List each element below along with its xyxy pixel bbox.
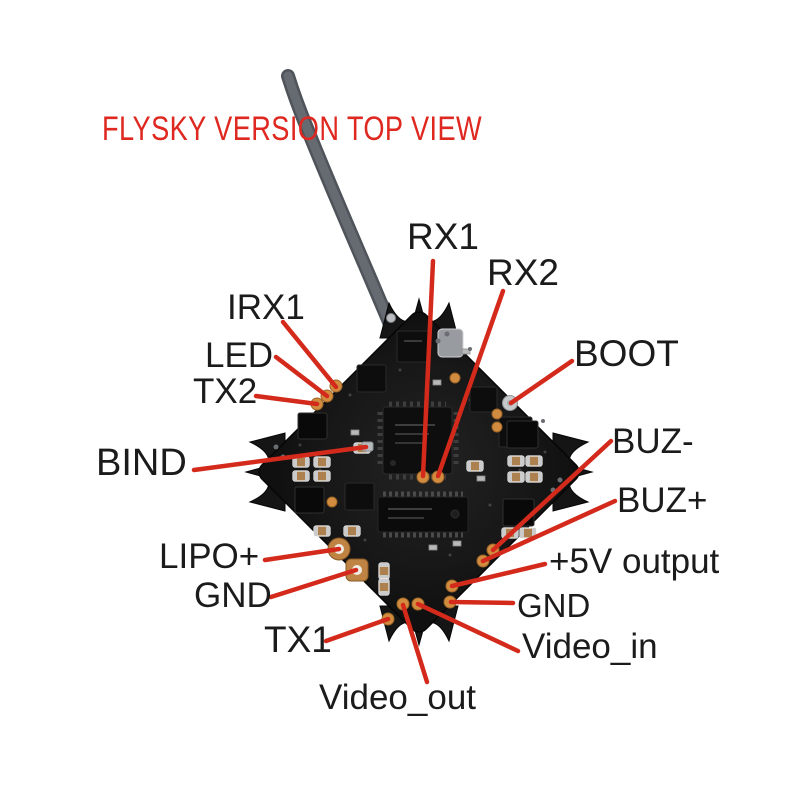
pin-label-5v-output: +5V output	[549, 542, 720, 581]
leader-lines	[191, 258, 618, 685]
leader-line-5v	[449, 561, 548, 589]
leader-line-rx1	[420, 258, 436, 479]
pin-label-buz-minus: BUZ-	[612, 422, 694, 461]
small-passives	[350, 348, 486, 551]
leader-line-gnd-right	[448, 599, 516, 606]
pin-label-lipo: LIPO+	[159, 537, 260, 576]
leader-line-video-in	[415, 601, 521, 654]
pin-label-tx2: TX2	[193, 372, 258, 411]
leader-line-buz-minus	[490, 438, 614, 553]
mcu-chip	[377, 401, 459, 480]
antenna-wire	[281, 69, 396, 329]
leader-line-bind	[191, 444, 369, 473]
crystal-oscillator	[437, 328, 464, 358]
leader-line-led	[273, 354, 330, 399]
pin-label-bind: BIND	[96, 442, 187, 484]
pin-label-gnd-left: GND	[194, 576, 272, 615]
pin-label-boot: BOOT	[574, 333, 679, 374]
leader-line-tx2	[253, 393, 320, 407]
leader-line-boot	[508, 358, 575, 406]
leader-line-buz-plus	[480, 498, 618, 564]
pin-label-led: LED	[205, 336, 274, 375]
page-title: FLYSKY VERSION TOP VIEW	[102, 110, 483, 148]
pin-label-video-out: Video_out	[319, 678, 477, 717]
leader-line-rx2	[435, 288, 506, 479]
pin-label-video-in: Video_in	[522, 627, 658, 666]
vias	[273, 331, 563, 493]
leader-line-tx1	[323, 616, 391, 644]
pin-label-gnd-right: GND	[517, 587, 591, 624]
pin-label-buz-plus: BUZ+	[617, 481, 708, 520]
pin-label-rx2: RX2	[487, 252, 559, 293]
pin-label-tx1: TX1	[264, 619, 332, 660]
rf-chip	[396, 330, 431, 363]
leader-line-irx1	[280, 319, 339, 390]
leader-line-video-out	[400, 602, 430, 685]
osd-chip	[377, 491, 469, 538]
pin-label-rx1: RX1	[407, 216, 479, 257]
leader-line-lipo	[262, 546, 342, 563]
antenna-mount	[386, 313, 396, 323]
leader-line-gnd-left	[268, 567, 359, 600]
pin-label-irx1: IRX1	[227, 288, 305, 327]
